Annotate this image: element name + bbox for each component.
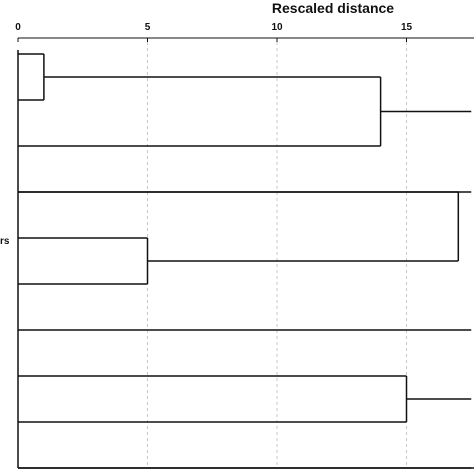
- dendrogram-links: [17, 50, 474, 469]
- x-tick-label: 5: [145, 22, 151, 33]
- x-axis: 0 5 10 15: [15, 22, 474, 42]
- side-label: rs: [0, 236, 10, 247]
- grid-layer: [147, 42, 407, 468]
- chart-title: Rescaled distance: [272, 0, 394, 16]
- x-tick-label: 10: [271, 22, 283, 33]
- x-tick-label: 15: [401, 22, 413, 33]
- x-tick-label: 0: [15, 22, 21, 33]
